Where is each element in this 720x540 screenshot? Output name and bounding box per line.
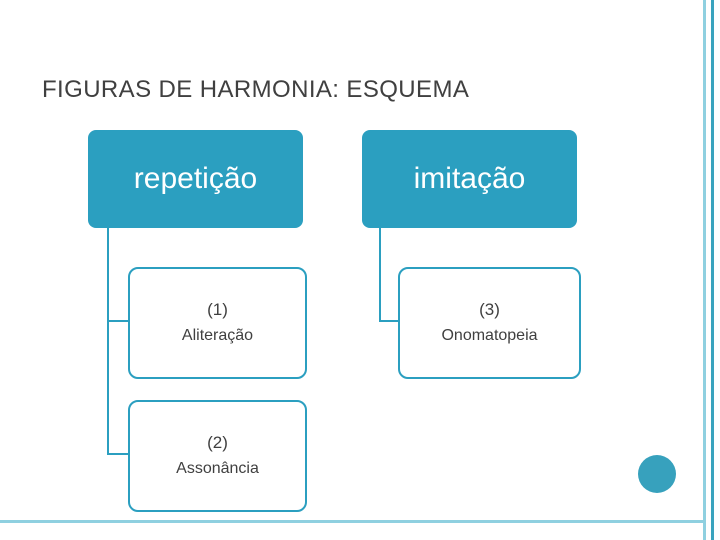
item-number-assonancia: (2) xyxy=(207,433,228,452)
connector-vertical-repeticao xyxy=(107,228,109,454)
group-heading-imitacao-label: imitação xyxy=(413,162,526,195)
item-box-assonancia: (2) Assonância xyxy=(128,400,307,512)
item-label-onomatopeia: Onomatopeia xyxy=(441,327,538,344)
group-heading-repeticao-label: repetição xyxy=(133,162,258,195)
right-border-accent xyxy=(711,0,714,540)
item-box-onomatopeia: (3) Onomatopeia xyxy=(398,267,581,379)
group-heading-imitacao: imitação xyxy=(362,130,577,228)
bottom-border-accent xyxy=(0,520,704,523)
decorative-dot xyxy=(638,455,676,493)
connector-vertical-imitacao xyxy=(379,228,381,322)
item-label-aliteracao: Aliteração xyxy=(181,327,254,344)
connector-horizontal-aliteracao xyxy=(107,320,130,322)
page-title: FIGURAS DE HARMONIA: ESQUEMA xyxy=(42,76,470,103)
group-heading-repeticao: repetição xyxy=(88,130,303,228)
item-number-aliteracao: (1) xyxy=(207,300,228,319)
connector-horizontal-onomatopeia xyxy=(379,320,400,322)
right-border-accent-light xyxy=(703,0,706,540)
item-number-onomatopeia: (3) xyxy=(479,300,500,319)
item-label-assonancia: Assonância xyxy=(176,460,259,477)
connector-horizontal-assonancia xyxy=(107,453,130,455)
item-box-aliteracao: (1) Aliteração xyxy=(128,267,307,379)
